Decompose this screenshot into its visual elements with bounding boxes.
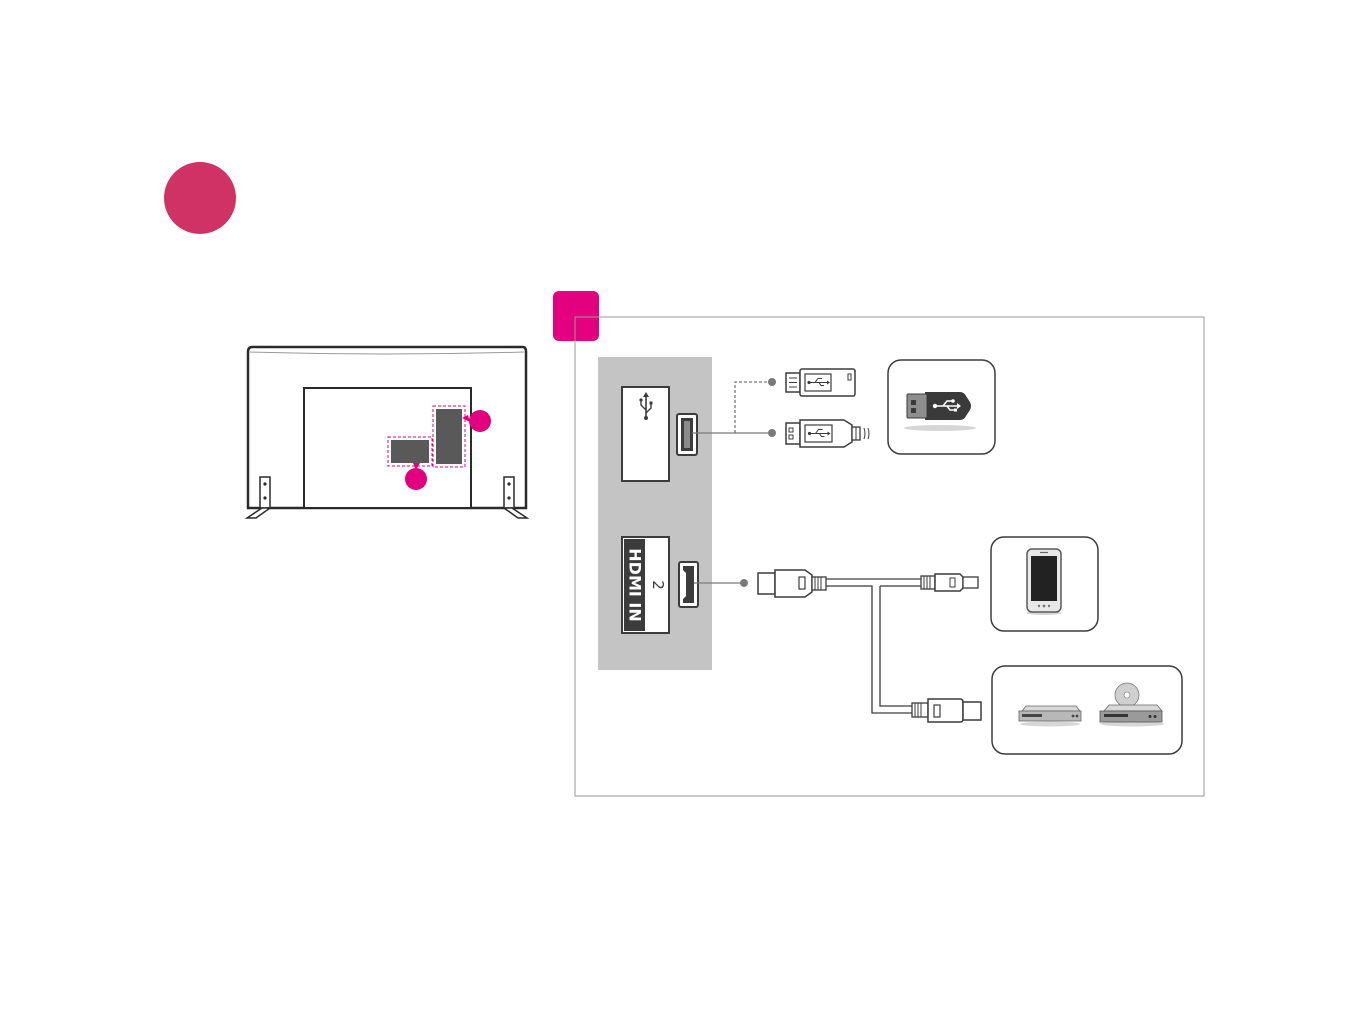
callout-bottom-ports <box>405 468 427 490</box>
hdmi-port <box>679 562 698 607</box>
av-devices-badge <box>992 666 1182 754</box>
micro-hdmi-plug <box>921 574 978 591</box>
smartphone-badge <box>991 537 1098 631</box>
usb-flash-drive-icon <box>786 369 855 396</box>
tv-rear-view <box>247 347 527 518</box>
hdmi-label-plate: HDMI IN 2 <box>622 537 669 633</box>
hdmi-port-number: 2 <box>649 580 667 590</box>
hdmi-plug-tv <box>758 570 826 597</box>
usb-device-badge <box>888 360 995 454</box>
set-top-box-icon <box>1019 706 1081 727</box>
port-panel: HDMI IN 2 <box>598 357 712 670</box>
callout-side-ports <box>469 410 491 432</box>
hdmi-logo: HDMI IN <box>626 548 645 621</box>
usb-hdd-cable-icon <box>786 420 869 447</box>
smartphone-icon <box>1026 549 1062 615</box>
hdmi-plug-device <box>912 699 981 722</box>
usb-device-icon <box>907 392 971 420</box>
hdmi-connection-lines <box>694 579 921 713</box>
